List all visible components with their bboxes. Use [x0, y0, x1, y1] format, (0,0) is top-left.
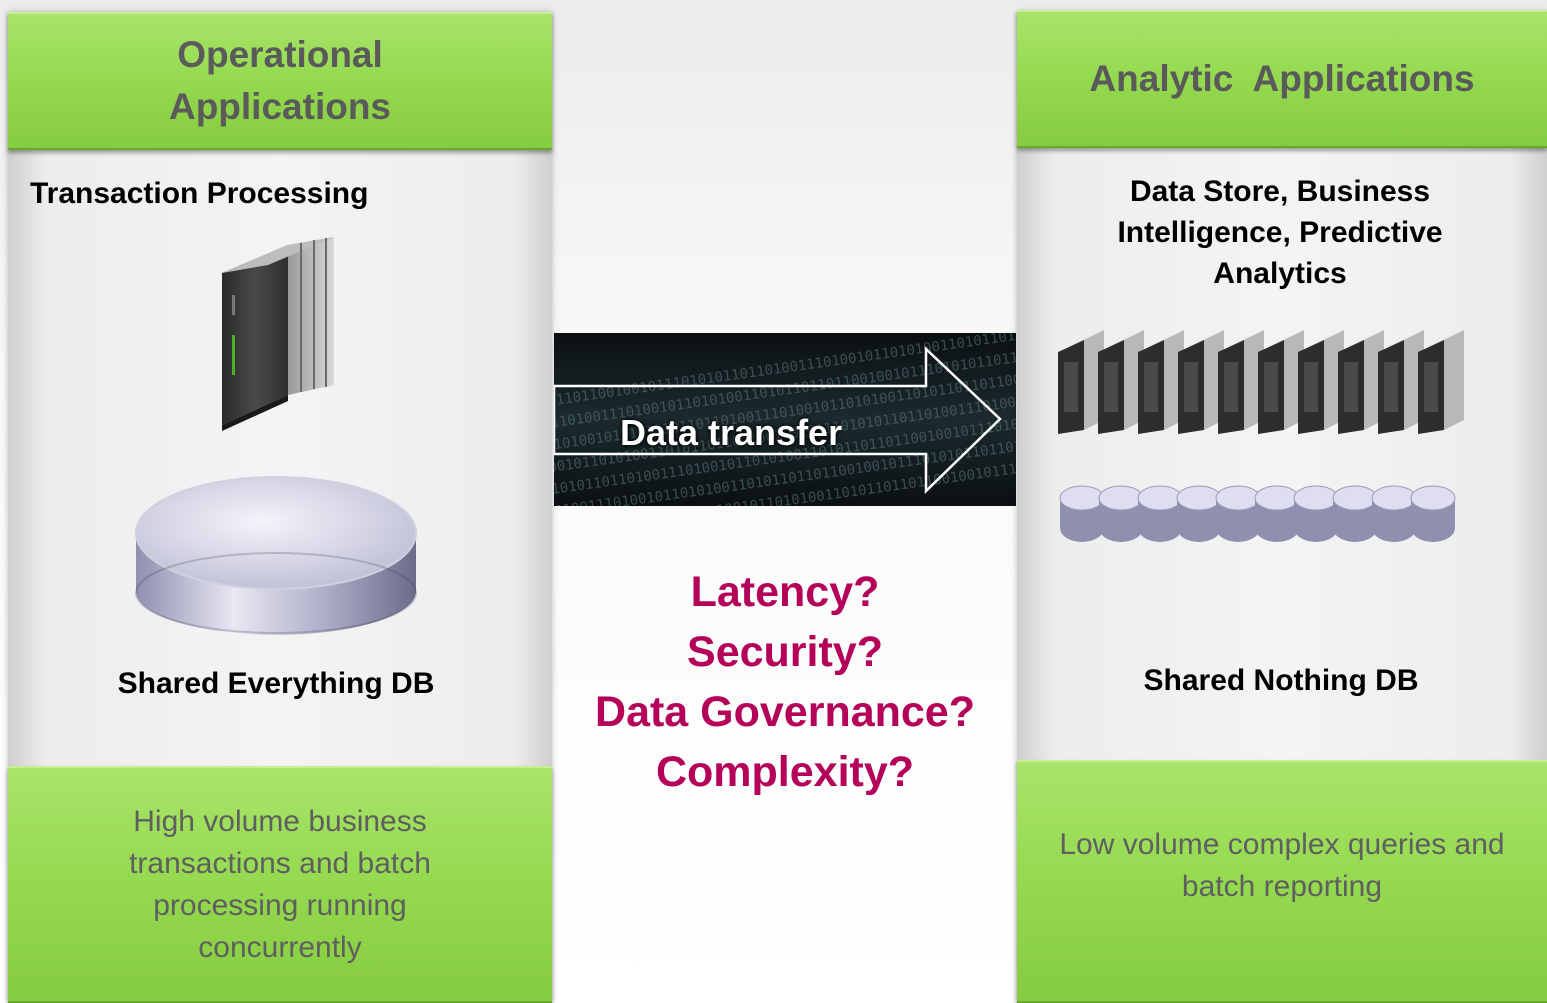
cluster-server-unit [1378, 330, 1424, 434]
operational-header: Operational Applications [168, 34, 392, 127]
analytic-header-box: Analytic Applications [1017, 10, 1547, 148]
cluster-disk-unit [1215, 485, 1261, 542]
cluster-disk-unit [1410, 485, 1456, 542]
shared-nothing-db-label: Shared Nothing DB [1143, 664, 1419, 697]
server-cluster-icon [1058, 330, 1464, 434]
cluster-disk-unit [1098, 485, 1144, 542]
cluster-server-unit [1138, 330, 1184, 434]
analytic-description: Low volume complex queries and batch rep… [1059, 828, 1505, 903]
cluster-server-unit [1218, 330, 1264, 434]
cluster-disk-unit [1293, 485, 1339, 542]
cluster-server-unit [1178, 330, 1224, 434]
question-data-governance: Data Governance? [595, 688, 975, 736]
cluster-disk-unit [1137, 485, 1183, 542]
cluster-server-unit [1298, 330, 1344, 434]
cluster-server-unit [1258, 330, 1304, 434]
question-latency: Latency? [690, 568, 880, 616]
cluster-disk-unit [1332, 485, 1378, 542]
data-transfer-arrow: 1011011001001011101010110110100111010010… [554, 333, 1016, 506]
transaction-processing-label: Transaction Processing [30, 177, 369, 210]
database-cluster-icon [1059, 485, 1456, 542]
data-store-bi-label: Data Store, Business Intelligence, Predi… [1117, 175, 1443, 290]
cluster-server-unit [1338, 330, 1384, 434]
operational-description-box: High volume business transactions and ba… [8, 766, 552, 1003]
cluster-disk-unit [1371, 485, 1417, 542]
question-complexity: Complexity? [655, 748, 915, 796]
analytic-header: Analytic Applications [1089, 58, 1475, 99]
cluster-disk-unit [1059, 485, 1105, 542]
cluster-server-unit [1098, 330, 1144, 434]
operational-description: High volume business transactions and ba… [129, 804, 431, 964]
operational-header-box: Operational Applications [8, 12, 552, 150]
database-disk-icon [135, 476, 417, 635]
cluster-server-unit [1418, 330, 1464, 434]
cluster-disk-unit [1254, 485, 1300, 542]
question-security: Security? [687, 628, 883, 676]
shared-everything-db-label: Shared Everything DB [117, 667, 435, 700]
cluster-server-unit [1058, 330, 1104, 434]
server-rack-icon [222, 237, 334, 431]
cluster-disk-unit [1176, 485, 1222, 542]
data-transfer-label: Data transfer [620, 412, 843, 453]
analytic-description-box: Low volume complex queries and batch rep… [1017, 760, 1547, 1003]
questions-list: Latency? Security? Data Governance? Comp… [554, 562, 1016, 802]
